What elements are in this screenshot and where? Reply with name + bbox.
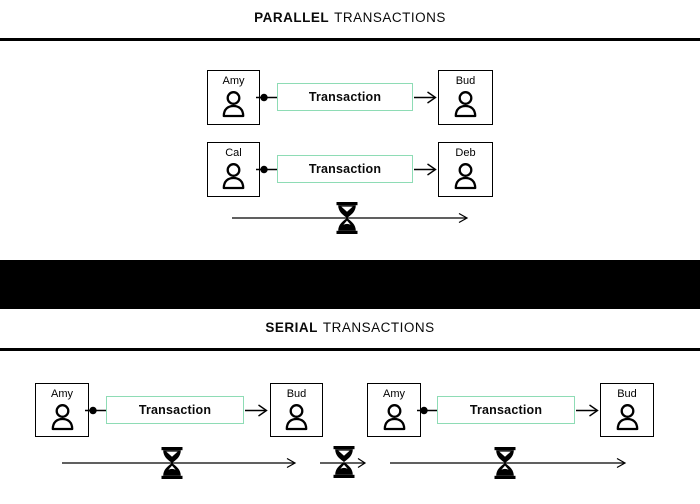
person-box-cal: Cal [207,142,260,197]
person-box-amy-step2: Amy [367,383,421,437]
person-name: Amy [222,75,245,87]
transaction-label: Transaction [308,162,382,176]
parallel-title-rest: TRANSACTIONS [334,10,446,25]
arrow-right-icon [576,403,599,417]
arrow-right-icon [245,403,268,417]
hourglass-icon [494,447,516,479]
parallel-title-bold: PARALLEL [254,10,330,25]
transaction-label: Transaction [308,90,382,104]
arrow-right-icon [414,91,437,104]
person-box-bud: Bud [438,70,493,125]
timeline-arrow [232,212,469,224]
person-name: Bud [617,388,637,400]
person-icon [452,161,479,190]
person-box-amy: Amy [207,70,260,125]
person-box-bud-step2: Bud [600,383,654,437]
parallel-section-title: PARALLEL TRANSACTIONS [0,10,700,25]
serial-divider-rule [0,348,700,351]
transaction-label: Transaction [469,403,543,417]
transaction-box: Transaction [277,83,413,111]
person-icon [381,402,408,431]
connector-dot-line [256,93,279,102]
serial-section-title: SERIAL TRANSACTIONS [0,320,700,335]
timeline-arrow-short [320,457,367,469]
person-name: Bud [455,75,476,87]
timeline-arrow [390,457,627,469]
person-name: Amy [383,388,405,400]
person-icon [614,402,641,431]
person-box-deb: Deb [438,142,493,197]
parallel-divider-rule [0,38,700,41]
transaction-box: Transaction [277,155,413,183]
person-icon [283,402,310,431]
transaction-label: Transaction [138,403,212,417]
connector-dot-line [256,165,279,174]
transaction-box: Transaction [106,396,244,424]
person-box-amy-step1: Amy [35,383,89,437]
person-name: Bud [286,388,307,400]
person-icon [452,89,479,118]
person-name: Amy [51,388,73,400]
arrow-right-icon [414,163,437,176]
connector-dot-line [417,406,438,414]
timeline-arrow [62,457,297,469]
person-box-bud-step1: Bud [270,383,323,437]
hourglass-icon [336,202,358,234]
connector-dot-line [85,406,108,414]
person-icon [220,161,247,190]
person-name: Cal [225,147,242,159]
hourglass-icon [333,446,355,478]
person-name: Deb [455,147,476,159]
serial-title-rest: TRANSACTIONS [322,320,435,335]
divider-band [0,260,700,309]
hourglass-icon [161,447,183,479]
person-icon [49,402,76,431]
transaction-box: Transaction [437,396,575,424]
person-icon [220,89,247,118]
serial-title-bold: SERIAL [265,320,318,335]
